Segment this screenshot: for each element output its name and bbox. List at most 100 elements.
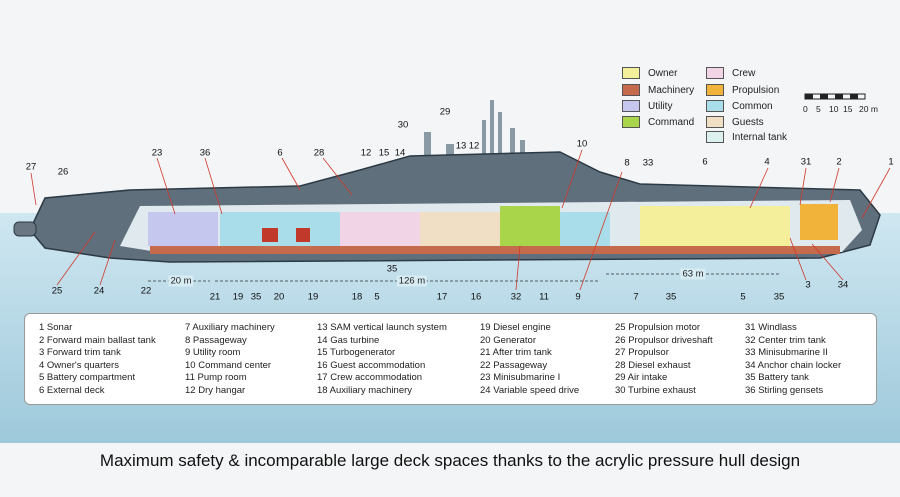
- legend-common: Common: [706, 100, 773, 112]
- compartment-crew: [340, 212, 420, 246]
- callout-number: 35: [250, 291, 262, 303]
- component-key: 1 Sonar 2 Forward main ballast tank 3 Fo…: [24, 313, 877, 405]
- dimension-label: 20 m: [168, 275, 194, 287]
- swatch: [706, 84, 724, 96]
- legend-utility: Utility: [622, 100, 672, 112]
- key-column: 25 Propulsion motor 26 Propulsor drivesh…: [615, 322, 713, 398]
- swatch: [622, 100, 640, 112]
- compartment-owner: [640, 206, 790, 246]
- key-item: 20 Generator: [480, 334, 536, 346]
- swatch: [706, 67, 724, 79]
- mast: [510, 128, 515, 155]
- legend-label: Command: [648, 116, 695, 128]
- scale-tick-label: 10: [829, 104, 839, 114]
- key-item: 4 Owner's quarters: [39, 359, 119, 371]
- dimension-label: 126 m: [396, 275, 428, 287]
- swatch: [622, 116, 640, 128]
- caption: Maximum safety & incomparable large deck…: [99, 451, 801, 470]
- legend-propulsion: Propulsion: [706, 84, 779, 96]
- callout-number: 30: [397, 119, 409, 131]
- callout-number: 36: [199, 147, 211, 159]
- dimension-label: 63 m: [680, 268, 706, 280]
- legend-label: Machinery: [648, 84, 695, 96]
- callout-number: 27: [25, 161, 37, 173]
- compartment-machinery: [262, 228, 278, 242]
- key-item: 31 Windlass: [745, 322, 797, 333]
- callout-number: 1: [888, 156, 894, 168]
- callout-number: 20: [273, 291, 285, 303]
- compartment-common: [560, 212, 610, 246]
- callout-number: 19: [307, 291, 319, 303]
- key-column: 31 Windlass 32 Center trim tank 33 Minis…: [745, 322, 841, 398]
- key-item: 29 Air intake: [615, 372, 668, 384]
- key-item: 35 Battery tank: [745, 372, 809, 384]
- propulsor: [13, 221, 37, 237]
- compartment-propulsion: [800, 204, 838, 240]
- legend-crew: Crew: [706, 67, 755, 79]
- key-item: 25 Propulsion motor: [615, 322, 701, 333]
- key-item: 8 Passageway: [185, 334, 247, 346]
- callout-number: 4: [764, 156, 770, 168]
- callout-number: 2: [836, 156, 842, 168]
- key-item: 9 Utility room: [185, 347, 241, 359]
- callout-number: 19: [232, 291, 244, 303]
- key-item: 1 Sonar: [39, 322, 73, 333]
- legend-label: Owner: [648, 67, 678, 79]
- compartment-utility: [148, 212, 218, 246]
- swatch: [622, 67, 640, 79]
- key-item: 6 External deck: [39, 384, 105, 396]
- callout-number: 24: [93, 285, 105, 297]
- key-item: 10 Command center: [185, 359, 272, 371]
- callout-number: 17: [436, 291, 448, 303]
- scale-tick-label: 5: [816, 104, 821, 114]
- callout-number: 22: [140, 285, 152, 297]
- battery-deck: [150, 246, 840, 254]
- callout-number: 3: [805, 279, 811, 291]
- mast: [490, 100, 494, 155]
- legend-label: Common: [732, 100, 773, 112]
- callout-number: 16: [470, 291, 482, 303]
- callout-number: 18: [351, 291, 363, 303]
- key-item: 7 Auxiliary machinery: [185, 322, 275, 333]
- legend-label: Utility: [648, 100, 673, 112]
- key-item: 16 Guest accommodation: [317, 359, 426, 371]
- legend-machinery: Machinery: [622, 84, 694, 96]
- key-item: 19 Diesel engine: [480, 322, 551, 333]
- legend-label: Propulsion: [732, 84, 780, 96]
- key-item: 14 Gas turbine: [317, 334, 380, 346]
- legend-label: Guests: [732, 116, 764, 128]
- callout-number: 31: [800, 156, 812, 168]
- compartment-command: [500, 206, 560, 246]
- callout-number: 21: [209, 291, 221, 303]
- key-item: 12 Dry hangar: [185, 384, 246, 396]
- air-intake-stack: [446, 144, 454, 158]
- key-item: 36 Stirling gensets: [745, 384, 824, 396]
- callout-number: 15: [378, 147, 390, 159]
- key-item: 33 Minisubmarine II: [745, 347, 828, 359]
- callout-number: 11: [539, 291, 549, 303]
- callout-number: 13: [455, 140, 467, 152]
- callout-leaders: [30, 149, 891, 291]
- callout-number: 5: [374, 291, 380, 303]
- legend-owner: Owner: [622, 67, 677, 79]
- callout-number: 5: [740, 291, 746, 303]
- callout-number: 29: [439, 106, 451, 118]
- key-item: 15 Turbogenerator: [317, 347, 396, 359]
- key-item: 32 Center trim tank: [745, 334, 826, 346]
- key-column: 7 Auxiliary machinery 8 Passageway 9 Uti…: [185, 322, 275, 398]
- compartment-guests: [420, 212, 500, 246]
- legend-guests: Guests: [706, 116, 764, 128]
- callout-number: 35: [386, 263, 398, 275]
- key-item: 24 Variable speed drive: [480, 384, 580, 396]
- key-item: 2 Forward main ballast tank: [39, 334, 156, 346]
- scale-tick-label: 0: [803, 104, 808, 114]
- mast: [498, 112, 502, 155]
- scale-bar: 0 5 10 15 20 m: [803, 92, 883, 122]
- callout-number: 23: [151, 147, 163, 159]
- key-item: 5 Battery compartment: [39, 372, 136, 384]
- callout-number: 7: [633, 291, 639, 303]
- key-item: 28 Diesel exhaust: [615, 359, 691, 371]
- key-item: 11 Pump room: [185, 372, 247, 384]
- callout-number: 35: [773, 291, 785, 303]
